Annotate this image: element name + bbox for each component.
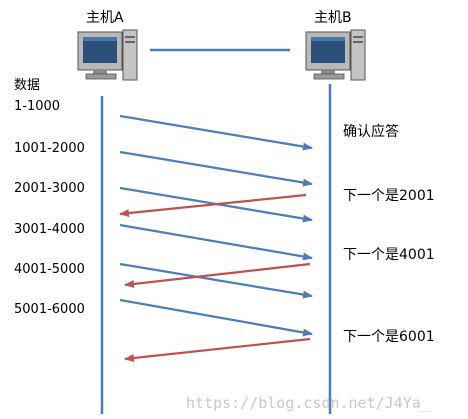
- send-arrow-2: [119, 150, 313, 187]
- ack-arrow-3: [124, 337, 311, 363]
- segment-label-3: 2001-3000: [14, 181, 85, 196]
- segment-label-5: 4001-5000: [14, 262, 85, 277]
- response-ack-title: 确认应答: [343, 123, 399, 140]
- send-arrow-4: [119, 223, 313, 261]
- host-a-label: 主机A: [86, 10, 124, 26]
- ack-arrow-2: [124, 262, 311, 288]
- host-b-label: 主机B: [314, 10, 352, 26]
- segment-label-2: 1001-2000: [14, 141, 85, 156]
- response-next-6001: 下一个是6001: [343, 329, 435, 345]
- response-next-4001: 下一个是4001: [343, 247, 435, 263]
- send-arrow-5: [119, 262, 313, 299]
- response-next-2001: 下一个是2001: [343, 188, 435, 204]
- host-a-computer-icon: [77, 29, 138, 81]
- watermark-text: https://blog.csdn.net/J4Ya_: [186, 394, 431, 412]
- send-arrow-6: [119, 298, 313, 337]
- send-arrow-1: [119, 114, 313, 151]
- segment-label-6: 5001-6000: [14, 302, 85, 317]
- ack-arrow-1: [119, 193, 307, 218]
- segment-label-4: 3001-4000: [14, 222, 85, 237]
- host-b-computer-icon: [305, 29, 366, 81]
- segment-label-1: 1-1000: [14, 99, 60, 114]
- data-header: 数据: [14, 78, 40, 93]
